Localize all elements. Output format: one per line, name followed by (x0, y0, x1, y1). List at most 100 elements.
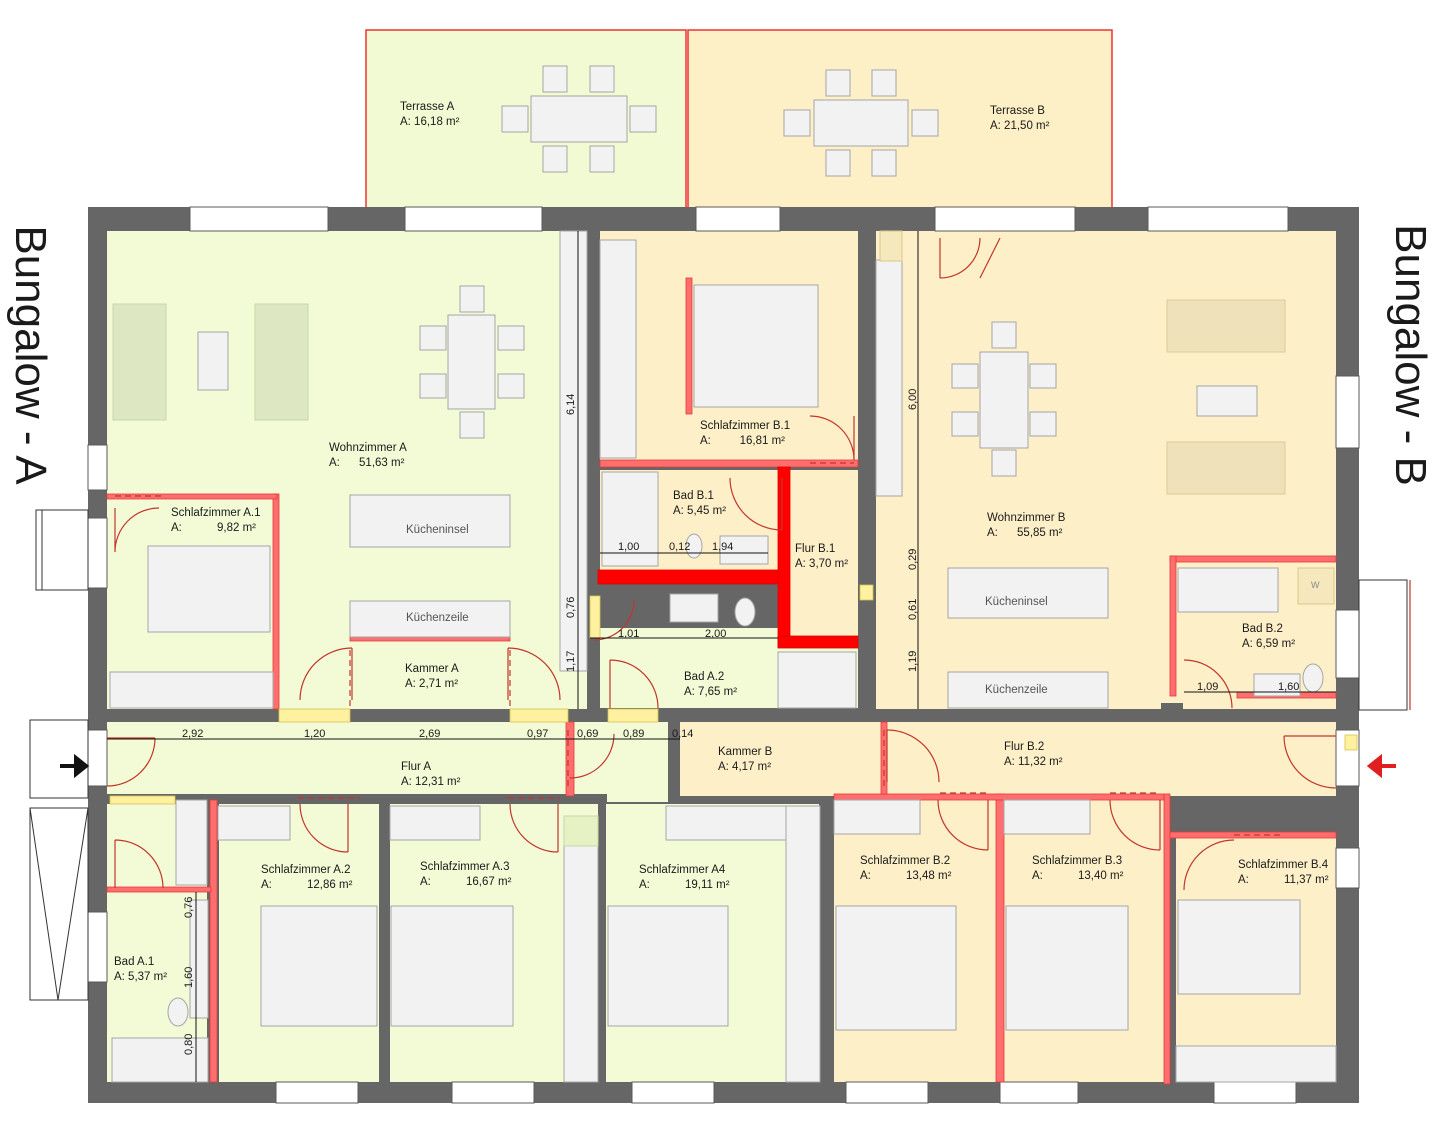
room-label-kammer-b: Kammer B A: 4,17 m² (718, 745, 772, 775)
bungalow-a-title: Bungalow - A (6, 225, 55, 485)
room-name: Kammer A (405, 663, 459, 675)
room-area: A: 51,63 m² (329, 457, 405, 469)
room-name: Schlafzimmer A.1 (171, 507, 261, 519)
dimension-label: 0,14 (672, 728, 694, 740)
room-label-schlafzimmer-a4: Schlafzimmer A4 A: 19,11 m² (639, 863, 730, 893)
room-name: Flur A (401, 761, 432, 773)
kuechenzeile-a-label: Küchenzeile (406, 612, 469, 624)
washer-label: W (1311, 580, 1320, 590)
room-area: A: 12,31 m² (401, 776, 461, 788)
dimension-label: 0,80 (183, 1033, 195, 1055)
dimension-label: 0,76 (565, 596, 577, 618)
dimension-label: 1,20 (304, 728, 326, 740)
room-area: A: 6,59 m² (1242, 638, 1296, 650)
room-name: Schlafzimmer B.3 (1032, 855, 1123, 867)
room-label-schlafzimmer-a3: Schlafzimmer A.3 A: 16,67 m² (420, 860, 511, 890)
kuecheninsel-b-label: Kücheninsel (985, 596, 1048, 608)
room-label-schlafzimmer-b4: Schlafzimmer B.4 A: 11,37 m² (1238, 858, 1329, 888)
windows (87, 206, 1360, 1104)
room-label-kammer-a: Kammer A A: 2,71 m² (405, 662, 459, 692)
room-name: Schlafzimmer B.4 (1238, 859, 1329, 871)
room-label-wohnzimmer-a: Wohnzimmer A A: 51,63 m² (329, 441, 407, 471)
dimension-label: 0,12 (669, 541, 691, 553)
room-label-flur-a: Flur A A: 12,31 m² (401, 760, 460, 790)
room-name: Bad A.2 (684, 671, 725, 683)
bungalow-b-title: Bungalow - B (1386, 224, 1435, 486)
dimension-label: 1,01 (618, 628, 640, 640)
room-label-wohnzimmer-b: Wohnzimmer B A: 55,85 m² (987, 511, 1065, 541)
dimension-label: 6,00 (907, 388, 919, 410)
room-label-flur-b1: Flur B.1 A: 3,70 m² (795, 542, 848, 572)
room-area: A: 11,37 m² (1238, 874, 1329, 886)
dimension-label: 1,60 (1278, 681, 1300, 693)
dimension-label: 2,00 (705, 628, 727, 640)
room-area: A: 19,11 m² (639, 879, 730, 891)
room-name: Schlafzimmer A.3 (420, 861, 510, 873)
room-name: Bad B.1 (673, 490, 714, 502)
doors (106, 237, 1411, 891)
dimension-label: 0,89 (623, 728, 645, 740)
dimension-label: 1,94 (712, 541, 734, 553)
dimension-label: 0,61 (907, 598, 919, 620)
kuecheninsel-a-label: Kücheninsel (406, 524, 469, 536)
room-area: A: 4,17 m² (718, 761, 772, 773)
dimension-label: 0,69 (577, 728, 599, 740)
dimension-lines (107, 231, 1336, 1082)
room-area: A: 5,45 m² (673, 505, 727, 517)
room-area: A: 21,50 m² (990, 120, 1050, 132)
room-area: A: 3,70 m² (795, 558, 849, 570)
dimension-label: 1,60 (183, 966, 195, 988)
dimension-label: 0,97 (527, 728, 549, 740)
kuechenzeile-b-label: Küchenzeile (985, 684, 1048, 696)
room-area: A: 12,86 m² (261, 879, 353, 891)
dimension-label: 1,17 (565, 650, 577, 672)
room-name: Schlafzimmer A.2 (261, 864, 351, 876)
dimension-label: 1,09 (1197, 681, 1219, 693)
dimension-label: 6,14 (565, 393, 577, 415)
dimension-label: 0,29 (907, 548, 919, 570)
room-name: Wohnzimmer B (987, 512, 1066, 524)
room-label-bad-a2: Bad A.2 A: 7,65 m² (684, 670, 737, 700)
room-area: A: 5,37 m² (114, 971, 168, 983)
room-area: A: 11,32 m² (1004, 756, 1063, 768)
room-area: A: 13,40 m² (1032, 870, 1124, 882)
dimension-label: 0,76 (183, 896, 195, 918)
room-name: Schlafzimmer A4 (639, 864, 726, 876)
room-name: Flur B.1 (795, 543, 836, 555)
room-area: A: 16,18 m² (400, 116, 460, 128)
room-area: A: 16,67 m² (420, 876, 512, 888)
room-label-schlafzimmer-a2: Schlafzimmer A.2 A: 12,86 m² (261, 863, 352, 893)
dimension-label: 2,69 (419, 728, 441, 740)
room-label-bad-a1: Bad A.1 A: 5,37 m² (114, 955, 167, 985)
exterior-stairs (29, 509, 1408, 1001)
room-label-bad-b1: Bad B.1 A: 5,45 m² (673, 489, 726, 519)
room-area: A: 7,65 m² (684, 686, 738, 698)
dimension-label: 2,92 (182, 728, 204, 740)
room-label-terrasse-b: Terrasse B A: 21,50 m² (990, 104, 1049, 134)
room-area: A: 13,48 m² (860, 870, 952, 882)
room-area: A: 16,81 m² (700, 435, 786, 447)
entry-arrows (60, 753, 1396, 779)
room-area: A: 55,85 m² (987, 527, 1063, 539)
dimension-label: 1,00 (618, 541, 640, 553)
room-name: Terrasse B (990, 105, 1045, 117)
room-name: Bad A.1 (114, 956, 155, 968)
room-name: Schlafzimmer B.1 (700, 420, 791, 432)
room-label-schlafzimmer-b2: Schlafzimmer B.2 A: 13,48 m² (860, 854, 951, 884)
room-label-schlafzimmer-b3: Schlafzimmer B.3 A: 13,40 m² (1032, 854, 1123, 884)
yellow-markers (109, 584, 1358, 805)
room-area: A: 2,71 m² (405, 678, 459, 690)
room-name: Kammer B (718, 746, 773, 758)
room-name: Wohnzimmer A (329, 442, 407, 454)
room-name: Schlafzimmer B.2 (860, 855, 951, 867)
room-label-bad-b2: Bad B.2 A: 6,59 m² (1242, 622, 1295, 652)
new-walls (106, 277, 1337, 1085)
room-name: Bad B.2 (1242, 623, 1283, 635)
furniture (109, 65, 1337, 1083)
room-name: Terrasse A (400, 101, 455, 113)
room-label-terrasse-a: Terrasse A A: 16,18 m² (400, 100, 459, 130)
